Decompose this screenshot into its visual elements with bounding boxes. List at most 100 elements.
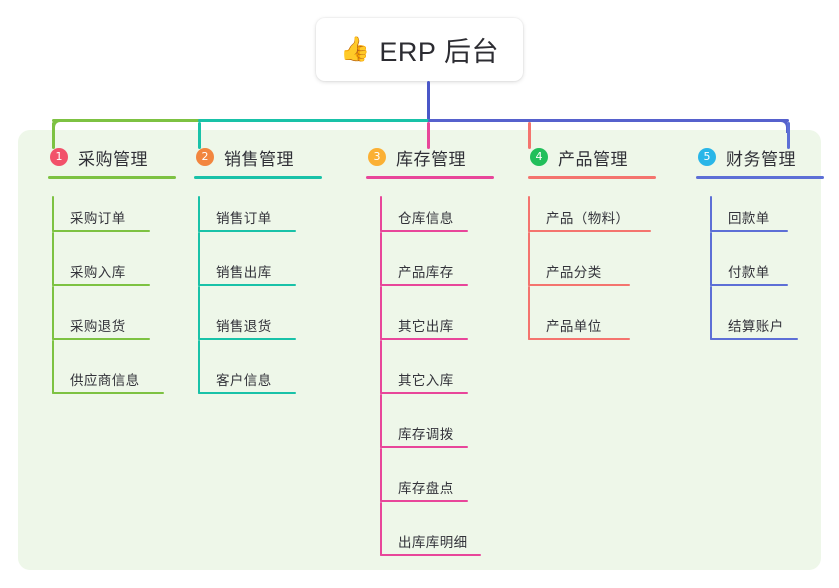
leaf-underline [380, 446, 468, 448]
leaf-underline [52, 338, 150, 340]
branch-badge-5: 5 [698, 148, 716, 166]
branch-title-3: 库存管理 [396, 149, 466, 169]
branch-header-2[interactable]: 2 销售管理 [176, 146, 294, 169]
leaf-stem [52, 340, 54, 394]
leaf-item[interactable]: 其它入库 [380, 340, 468, 394]
leaf-label: 产品单位 [546, 319, 602, 334]
leaf-underline [198, 338, 296, 340]
branch-header-3[interactable]: 3 库存管理 [348, 146, 466, 169]
leaf-stem [52, 196, 54, 232]
leaf-item[interactable]: 其它出库 [380, 286, 468, 340]
leaf-stem [52, 286, 54, 340]
leaf-underline [710, 284, 788, 286]
leaf-underline [710, 230, 788, 232]
leaf-label: 其它入库 [398, 373, 454, 388]
leaf-underline [198, 230, 296, 232]
branch-underline-1 [48, 176, 176, 179]
leaf-label: 客户信息 [216, 373, 272, 388]
leaf-label: 库存盘点 [398, 481, 454, 496]
leaf-stem [380, 340, 382, 394]
branch-title-2: 销售管理 [224, 149, 294, 169]
leaf-label: 仓库信息 [398, 211, 454, 226]
leaf-stem [380, 448, 382, 502]
leaf-underline [528, 338, 630, 340]
root-node-erp-backend[interactable]: 👍 ERP 后台 [316, 18, 523, 81]
leaf-stem [380, 232, 382, 286]
branch-underline-4 [528, 176, 656, 179]
branch-underline-2 [194, 176, 322, 179]
leaf-item[interactable]: 出库库明细 [380, 502, 481, 556]
leaf-underline [380, 230, 468, 232]
stub-connector-col-2 [198, 122, 201, 149]
leaf-item[interactable]: 销售订单 [198, 196, 296, 232]
leaf-underline [380, 392, 468, 394]
thumbs-up-icon: 👍 [340, 35, 371, 63]
leaf-label: 采购订单 [70, 211, 126, 226]
leaf-label: 库存调拨 [398, 427, 454, 442]
leaf-item[interactable]: 采购订单 [52, 196, 150, 232]
leaf-label: 产品（物料） [546, 211, 630, 226]
branch-badge-2: 2 [196, 148, 214, 166]
stub-connector-col-5 [787, 122, 790, 149]
leaf-underline [52, 284, 150, 286]
leaf-label: 销售退货 [216, 319, 272, 334]
leaf-stem [528, 196, 530, 232]
leaf-label: 付款单 [728, 265, 770, 280]
bus-line-mid-segment [198, 119, 430, 122]
leaf-item[interactable]: 销售退货 [198, 286, 296, 340]
branch-header-4[interactable]: 4 产品管理 [510, 146, 628, 169]
leaf-item[interactable]: 采购退货 [52, 286, 150, 340]
leaf-item[interactable]: 库存调拨 [380, 394, 468, 448]
leaf-item[interactable]: 供应商信息 [52, 340, 164, 394]
root-stem-connector [427, 81, 430, 120]
leaf-stem [380, 394, 382, 448]
leaf-underline [380, 554, 481, 556]
branch-underline-3 [366, 176, 494, 179]
leaf-stem [380, 502, 382, 556]
leaf-stem [198, 286, 200, 340]
leaf-stem [198, 196, 200, 232]
leaf-label: 产品库存 [398, 265, 454, 280]
leaf-item[interactable]: 回款单 [710, 196, 788, 232]
leaf-stem [52, 232, 54, 286]
leaf-item[interactable]: 产品单位 [528, 286, 630, 340]
branch-column-3: 3 库存管理 仓库信息 产品库存 其它出库 其它入库 库存调拨 [348, 146, 494, 556]
root-node-label: ERP 后台 [379, 37, 499, 67]
leaf-underline [198, 392, 296, 394]
branch-badge-3: 3 [368, 148, 386, 166]
leaf-item[interactable]: 产品库存 [380, 232, 468, 286]
leaf-label: 其它出库 [398, 319, 454, 334]
leaf-item[interactable]: 仓库信息 [380, 196, 468, 232]
leaf-underline [198, 284, 296, 286]
leaf-underline [380, 338, 468, 340]
leaf-stem [710, 196, 712, 232]
branch-title-5: 财务管理 [726, 149, 796, 169]
branch-header-5[interactable]: 5 财务管理 [678, 146, 796, 169]
leaf-label: 出库库明细 [398, 535, 468, 550]
branch-column-4: 4 产品管理 产品（物料） 产品分类 产品单位 [510, 146, 656, 340]
leaf-item[interactable]: 结算账户 [710, 286, 798, 340]
leaf-item[interactable]: 客户信息 [198, 340, 296, 394]
leaf-label: 产品分类 [546, 265, 602, 280]
leaf-item[interactable]: 付款单 [710, 232, 788, 286]
bus-line-right-segment [428, 119, 789, 122]
leaf-item[interactable]: 销售出库 [198, 232, 296, 286]
leaf-label: 销售出库 [216, 265, 272, 280]
stub-connector-col-1 [52, 122, 55, 149]
leaf-stem [380, 196, 382, 232]
leaf-underline [52, 230, 150, 232]
leaf-stem [710, 232, 712, 286]
branch-badge-4: 4 [530, 148, 548, 166]
leaf-item[interactable]: 库存盘点 [380, 448, 468, 502]
leaf-item[interactable]: 采购入库 [52, 232, 150, 286]
branch-column-2: 2 销售管理 销售订单 销售出库 销售退货 客户信息 [176, 146, 322, 394]
leaf-underline [528, 284, 630, 286]
leaf-underline [710, 338, 798, 340]
leaf-label: 结算账户 [728, 319, 784, 334]
leaf-item[interactable]: 产品分类 [528, 232, 630, 286]
leaf-label: 销售订单 [216, 211, 272, 226]
leaf-item[interactable]: 产品（物料） [528, 196, 651, 232]
branch-header-1[interactable]: 1 采购管理 [30, 146, 148, 169]
leaf-label: 供应商信息 [70, 373, 140, 388]
